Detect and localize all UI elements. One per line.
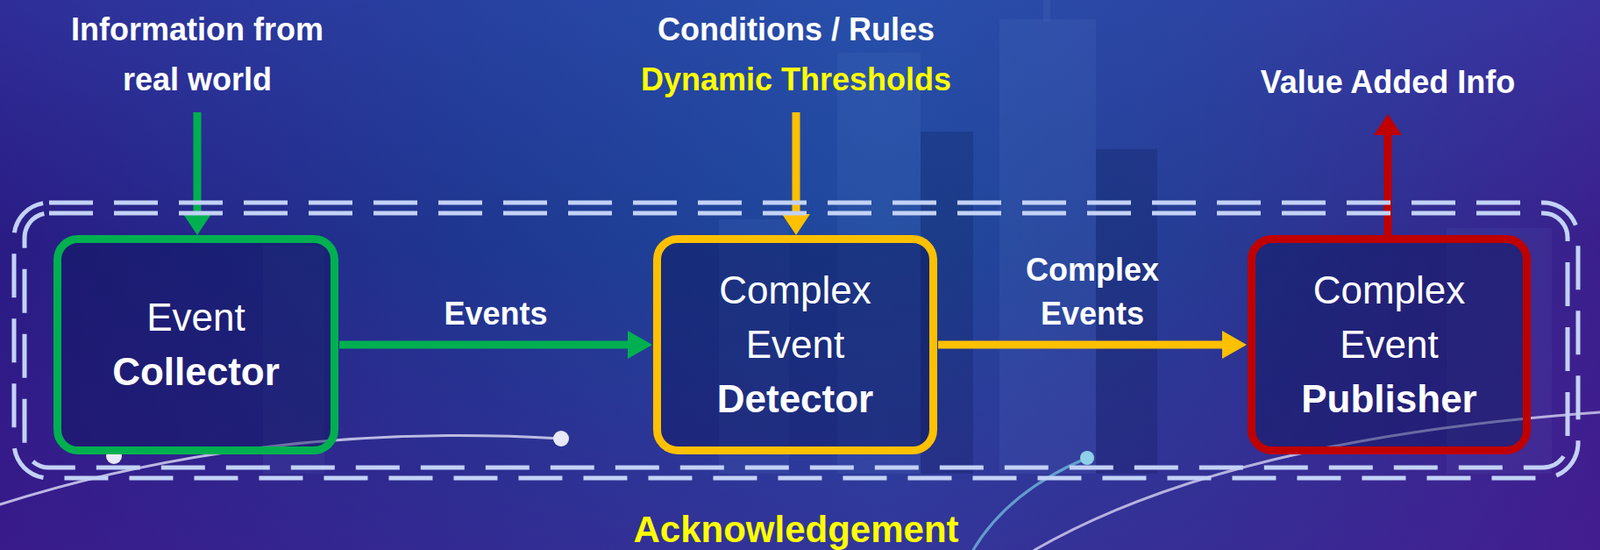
building (999, 19, 1096, 474)
box-role: Detector (717, 371, 875, 427)
flow-connector (938, 330, 1247, 359)
stream-arc (973, 457, 1088, 550)
box-title: Event (146, 290, 246, 345)
annotation-label: Value Added Info (1203, 56, 1572, 107)
arrow-head (782, 213, 811, 235)
box-role: Collector (112, 344, 280, 399)
input-arrow (183, 112, 212, 235)
connector-label: Complex Events (1000, 248, 1185, 336)
output-arrow (1373, 113, 1402, 235)
annotation-label: Dynamic Thresholds (533, 54, 1060, 105)
box-title: Complex Event (1284, 263, 1495, 372)
rules-arrow (782, 112, 811, 235)
connector-label: Events (382, 291, 611, 336)
arrow-head (1373, 113, 1402, 136)
box-title: Complex Event (689, 263, 901, 372)
frame-label: Acknowledgement (10, 504, 1582, 550)
building-spire (1043, 0, 1051, 22)
connector-shaft (938, 341, 1224, 349)
flow-connector (339, 330, 653, 359)
acknowledgement-frame: AcknowledgementEventCollectorComplex Eve… (10, 199, 1582, 482)
arrow-shaft (792, 112, 801, 216)
annotation-label: Conditions / Rules (533, 4, 1060, 55)
dashed-border-line (24, 213, 1568, 468)
arrow-shaft (1384, 133, 1393, 235)
arrow-head (1222, 330, 1247, 359)
arrow-head (183, 213, 212, 235)
process-box: EventCollector (53, 234, 339, 455)
dashed-border-line (14, 202, 1579, 478)
stream-dot (1080, 450, 1095, 465)
connector-shaft (339, 341, 630, 349)
annotation-label: Information from real world (52, 4, 342, 105)
process-box: Complex EventPublisher (1247, 234, 1531, 455)
process-box: Complex EventDetector (653, 234, 938, 455)
box-role: Publisher (1301, 371, 1478, 427)
arrow-head (627, 330, 653, 359)
stream-dot (553, 430, 569, 447)
arrow-shaft (193, 112, 202, 216)
